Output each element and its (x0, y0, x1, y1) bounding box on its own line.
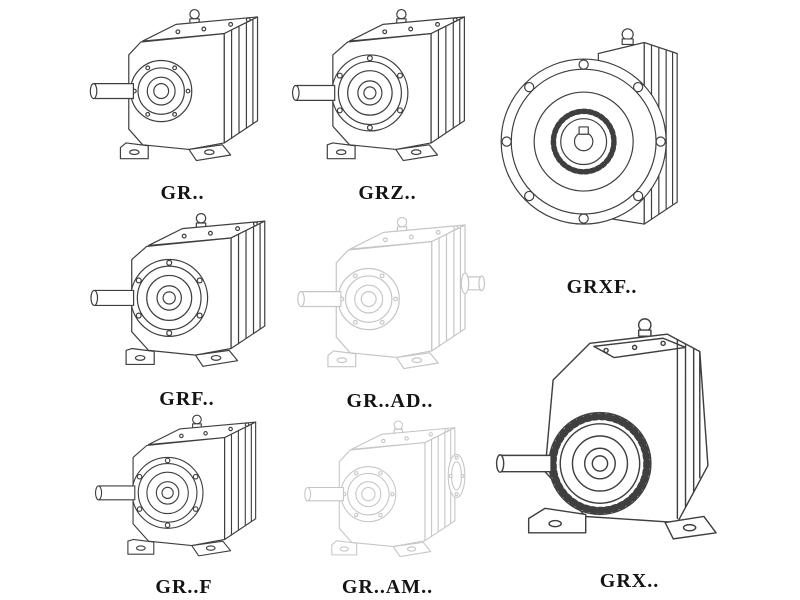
gearbox-drawing-grxf (492, 0, 712, 274)
figure-grxf: GRXF.. (492, 0, 712, 300)
figure-gr-ad: GR..AD.. (290, 212, 490, 414)
gearbox-drawing-gr-ad (290, 212, 486, 388)
input-adapter-detail (460, 272, 486, 295)
gearbox-drawing-gr-f (84, 410, 284, 574)
figure-gr-f: GR..F (84, 410, 284, 600)
figure-gr: GR.. (80, 4, 285, 206)
motor-flange-detail (447, 453, 466, 499)
figure-gr-am: GR..AM.. (290, 416, 485, 600)
figure-grf: GRF.. (82, 208, 292, 412)
gearbox-drawing-grf (82, 208, 292, 386)
figure-grx: GRX.. (492, 302, 767, 594)
gearbox-drawing-gr-am (290, 416, 466, 574)
gearbox-drawing-gr (80, 4, 285, 180)
figure-label-gr-ad: GR..AD.. (346, 389, 434, 412)
figure-label-gr: GR.. (160, 181, 205, 204)
figure-label-gr-f: GR..F (155, 575, 213, 598)
gearbox-drawing-grz (290, 4, 485, 180)
figure-label-grxf: GRXF.. (566, 275, 638, 298)
gearbox-drawing-grx (492, 302, 767, 568)
figure-label-grz: GRZ.. (358, 181, 417, 204)
figure-label-grx: GRX.. (599, 569, 660, 592)
figure-label-grf: GRF.. (159, 387, 215, 410)
figure-label-gr-am: GR..AM.. (341, 575, 434, 598)
figure-grz: GRZ.. (290, 4, 485, 206)
